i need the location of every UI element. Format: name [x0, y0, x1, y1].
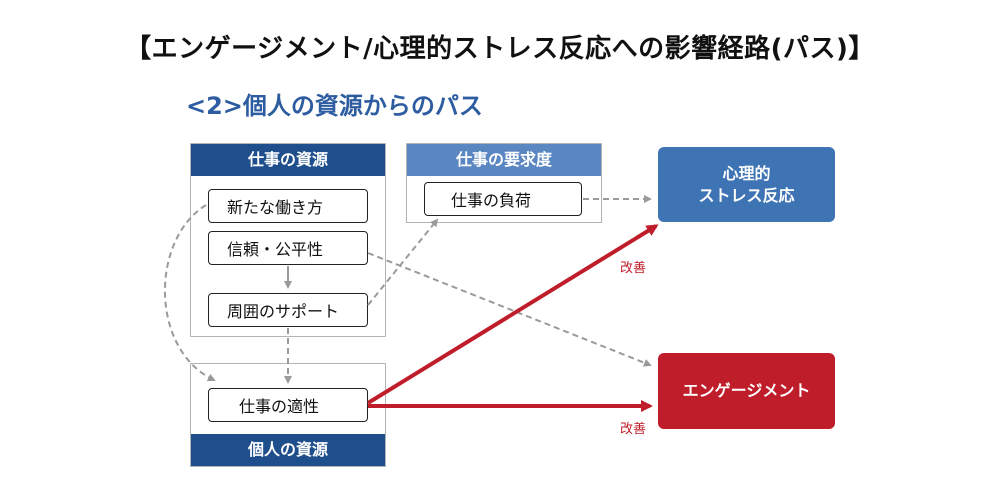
job-demands-header: 仕事の要求度: [407, 144, 601, 176]
improve-label-upper: 改善: [620, 261, 647, 276]
personal-resources-header: 個人の資源: [191, 434, 385, 466]
support-to-workload-arrow: [367, 218, 439, 306]
engagement-box: エンゲージメント: [658, 353, 835, 429]
surrounding-support-box: 周囲のサポート: [208, 293, 368, 327]
page-subtitle: <2>個人の資源からのパス: [186, 92, 483, 120]
new-work-style-box: 新たな働き方: [208, 189, 368, 223]
page-title: 【エンゲージメント/心理的ストレス反応への影響経路(パス)】: [125, 34, 875, 64]
trust-fairness-box: 信頼・公平性: [208, 231, 368, 265]
job-fit-box: 仕事の適性: [208, 388, 368, 422]
jobfit-to-stress-arrow: [366, 224, 659, 405]
psychological-stress-box: 心理的 ストレス反応: [658, 147, 835, 222]
newwork-to-jobfit-arrow: [164, 204, 216, 382]
trust-to-engagement-arrow: [367, 252, 652, 367]
workload-box: 仕事の負荷: [424, 182, 582, 216]
job-resources-header: 仕事の資源: [191, 144, 385, 176]
improve-label-lower: 改善: [620, 422, 647, 437]
